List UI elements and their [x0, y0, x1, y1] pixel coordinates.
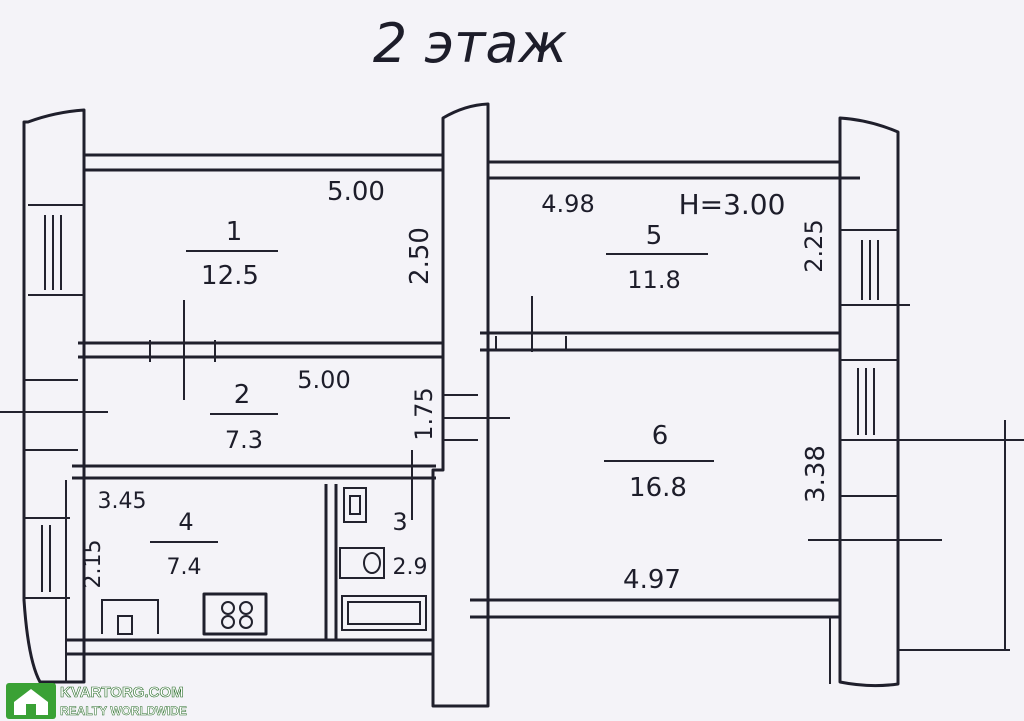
room-4-label: 4 7.4 [150, 508, 218, 580]
dim-room6-width: 4.97 [623, 565, 681, 595]
kvartorg-logo: KVARTORG.COM REALTY WORLDWIDE [6, 683, 187, 719]
bathtub-fixture [341, 595, 427, 631]
wall-bottom-right [470, 598, 840, 684]
stove [202, 592, 268, 636]
room-3-number: 3 [392, 508, 407, 536]
house-icon [6, 683, 56, 719]
logo-tagline: REALTY WORLDWIDE [60, 704, 187, 718]
room-1-number: 1 [226, 217, 243, 247]
wall-room5-room6 [480, 296, 840, 352]
dim-room2-depth: 1.75 [410, 387, 438, 440]
dim-room4-depth: 2.15 [81, 540, 106, 589]
wall-room1-room2 [78, 300, 443, 400]
window-right-1 [861, 240, 879, 300]
dim-room1-depth: 2.50 [405, 227, 435, 285]
dim-room5-width: 4.98 [541, 190, 594, 218]
room-4-number: 4 [178, 508, 193, 536]
logo-name: KVARTORG.COM [60, 684, 184, 701]
room-5-number: 5 [646, 221, 663, 251]
wall-room2-kitchen [72, 464, 436, 480]
window-right-2 [857, 368, 875, 435]
kitchen-sink [101, 599, 159, 635]
room-2-area: 7.3 [225, 426, 263, 454]
dim-room1-width: 5.00 [327, 177, 385, 207]
wall-bottom-left [65, 480, 433, 682]
floor-title: 2 этаж [373, 12, 568, 75]
room-4-area: 7.4 [167, 555, 202, 580]
room-6-area: 16.8 [629, 473, 687, 503]
wall-top-right [488, 160, 860, 180]
window-left-1 [44, 215, 62, 290]
toilet-fixture [343, 487, 367, 523]
dim-room2-width: 5.00 [297, 366, 350, 394]
ceiling-height-note: H=3.00 [679, 188, 786, 221]
room-6-label: 6 16.8 [604, 421, 714, 503]
dim-room6-depth: 3.38 [801, 445, 831, 503]
sink-fixture [339, 547, 385, 579]
room-5-label: 5 11.8 [606, 221, 708, 294]
window-left-2 [41, 525, 51, 592]
dim-room4-width: 3.45 [98, 489, 147, 514]
room-3-area: 2.9 [393, 555, 428, 580]
room-5-area: 11.8 [627, 266, 680, 294]
central-wall [431, 102, 510, 708]
dim-room5-depth: 2.25 [800, 219, 828, 272]
room-1-area: 12.5 [201, 261, 259, 291]
room-6-number: 6 [652, 421, 669, 451]
right-exterior-wall [808, 116, 1024, 688]
room-2-number: 2 [234, 380, 251, 410]
room-1-label: 1 12.5 [186, 217, 278, 291]
room-2-label: 2 7.3 [210, 380, 278, 454]
room-3-label: 3 2.9 [392, 508, 427, 580]
left-exterior-wall [22, 108, 86, 684]
wall-top-left [84, 153, 443, 172]
bathroom-partition [324, 450, 413, 640]
